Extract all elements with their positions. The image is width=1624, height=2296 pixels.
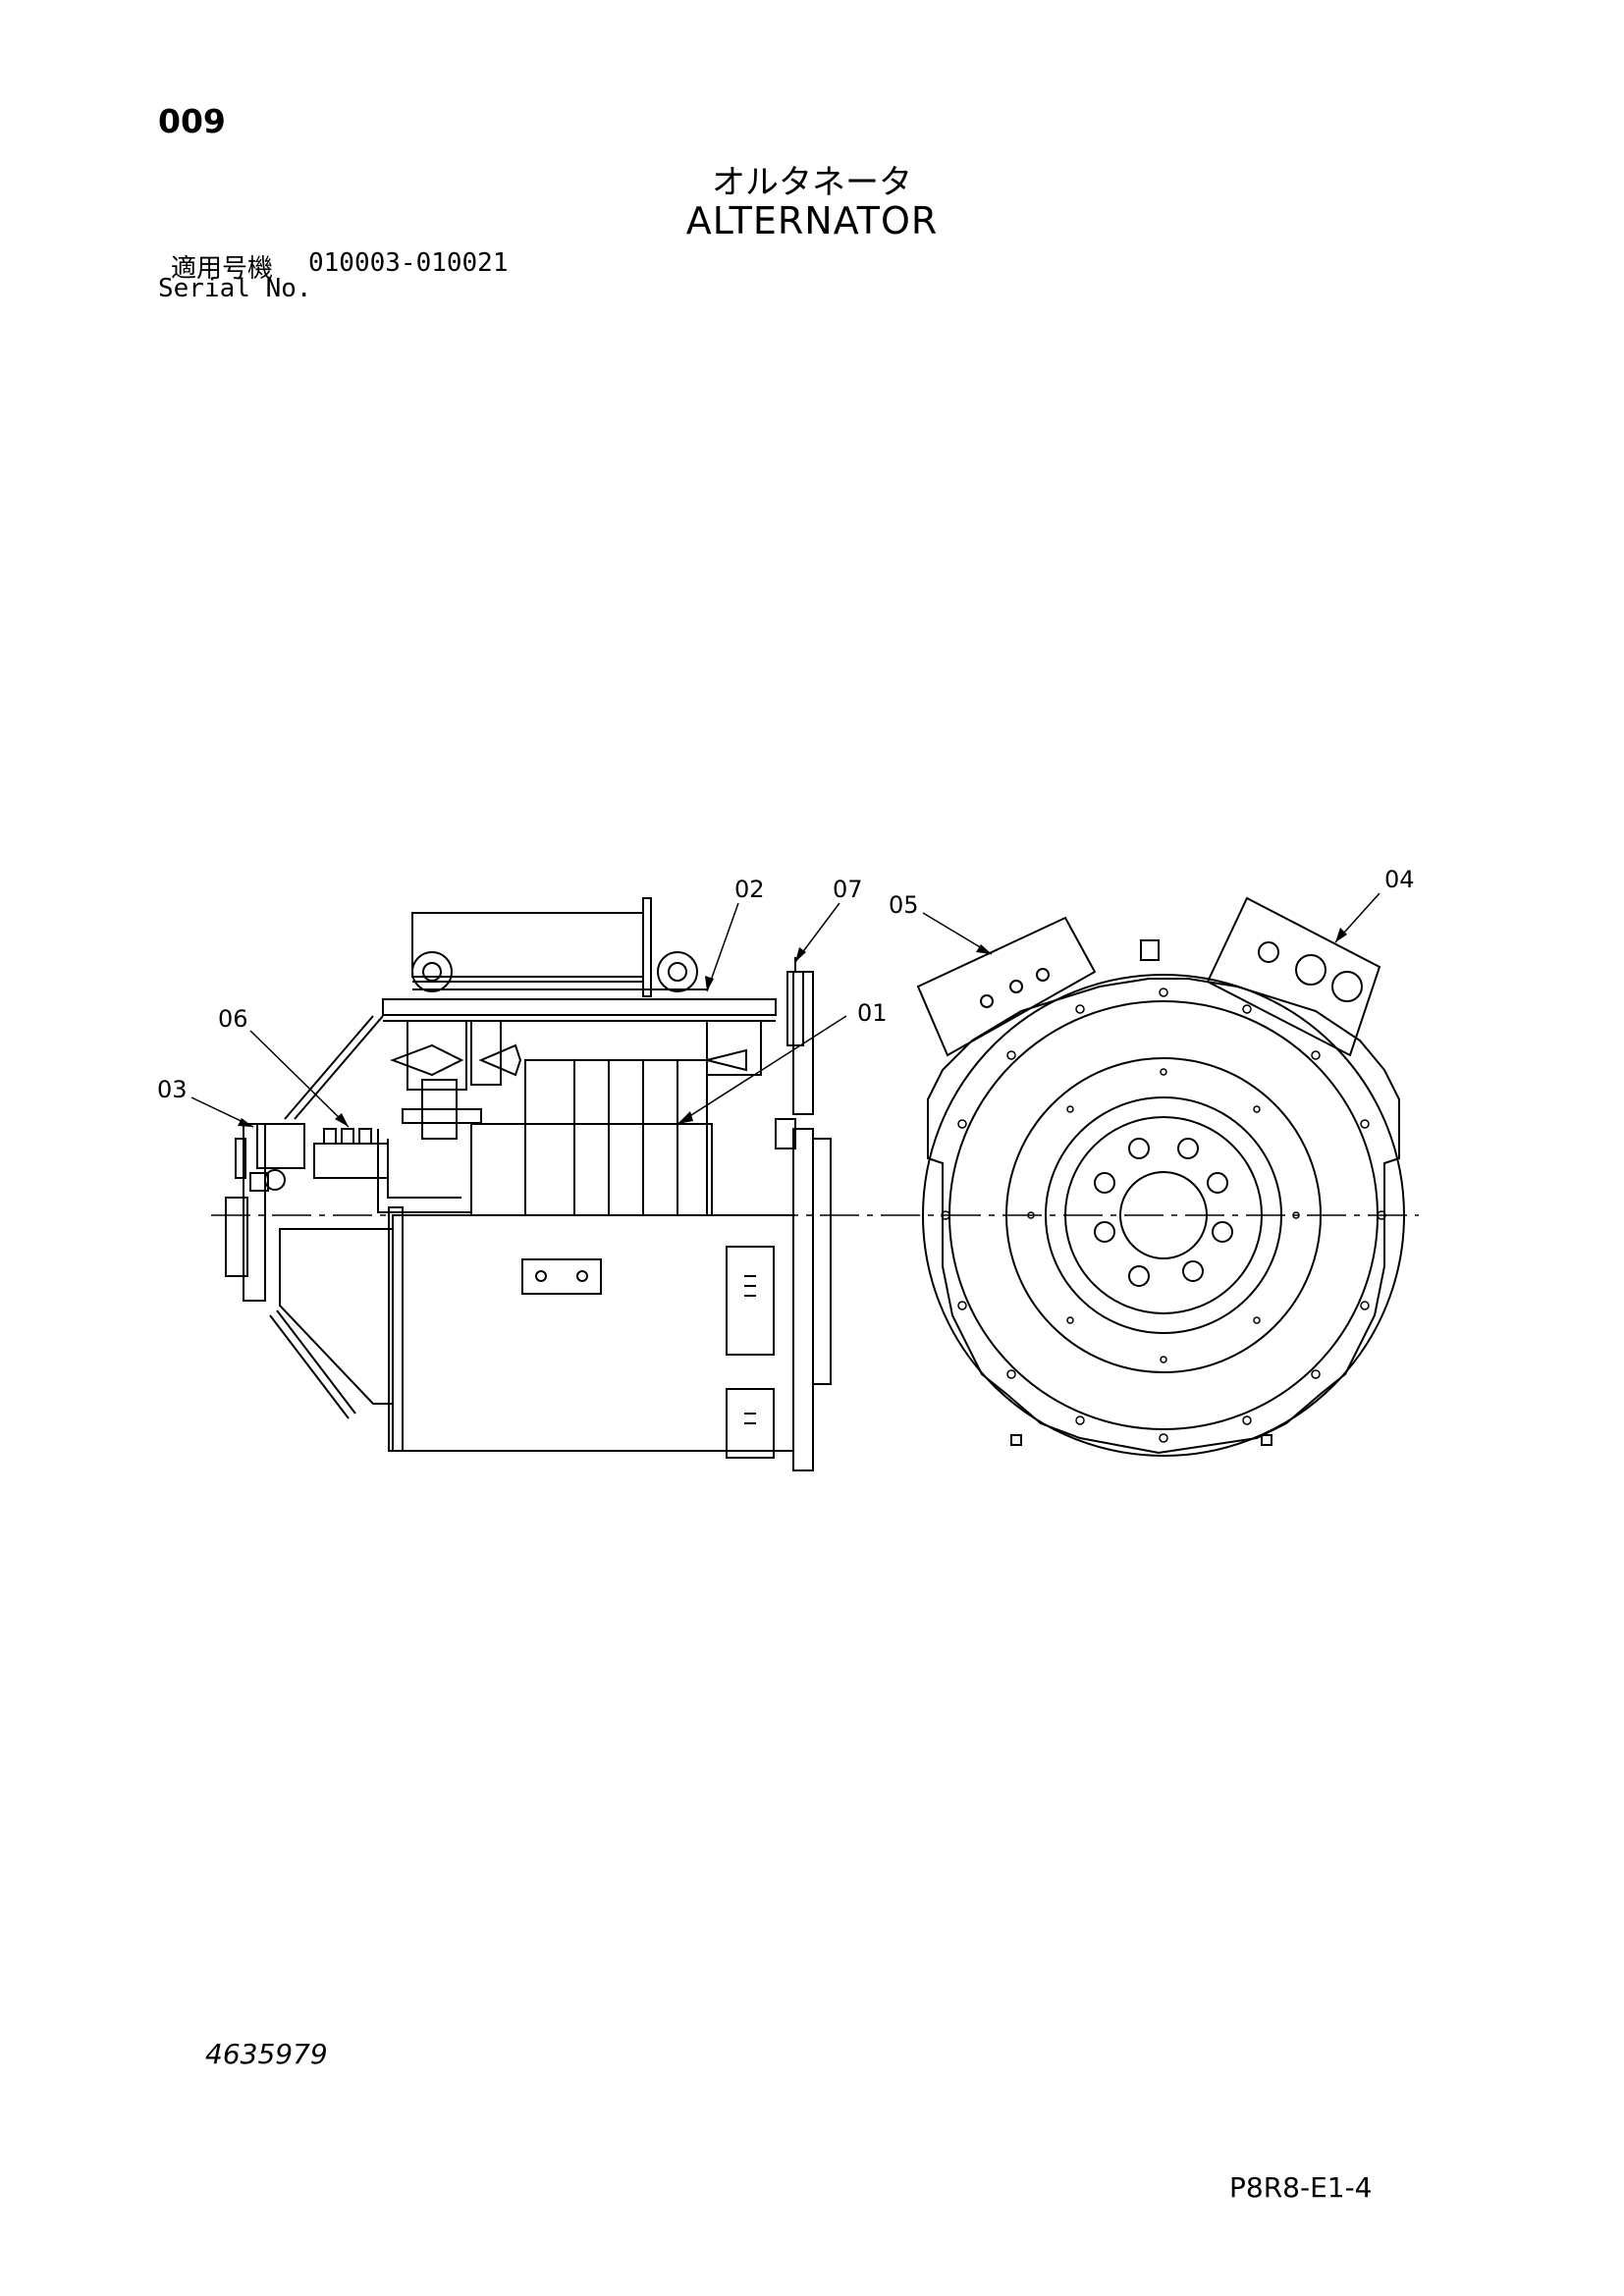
title-japanese: オルタネータ	[712, 163, 912, 202]
side-view	[225, 897, 832, 1471]
callout-04: 04	[1384, 866, 1415, 893]
page-number: 009	[158, 102, 226, 140]
serial-range: 010003-010021	[308, 248, 509, 278]
callouts	[190, 892, 1380, 1128]
callout-03: 03	[157, 1076, 188, 1103]
callout-05: 05	[889, 891, 919, 919]
callout-01: 01	[857, 999, 888, 1027]
sheet-code: P8R8-E1-4	[1229, 2171, 1373, 2204]
serial-label-english: Serial No.	[158, 274, 312, 303]
serial-label-japanese: 適用号機	[171, 254, 274, 284]
callout-labels: 01 02 03 04 05 06 07	[157, 866, 1415, 1103]
callout-06: 06	[218, 1005, 248, 1033]
title-english: ALTERNATOR	[685, 199, 939, 242]
end-view	[916, 896, 1405, 1457]
callout-07: 07	[833, 876, 863, 903]
drawing-number: 4635979	[205, 2038, 328, 2070]
callout-02: 02	[734, 876, 765, 903]
